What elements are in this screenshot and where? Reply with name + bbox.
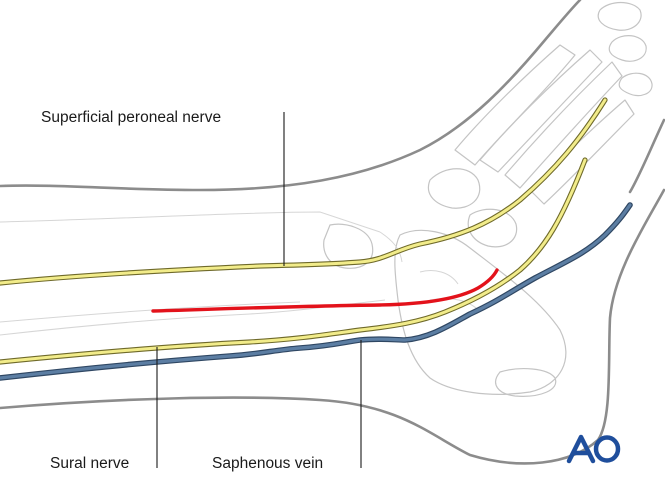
superficial-peroneal-nerve-inner xyxy=(0,98,607,285)
toe-phalanx-2 xyxy=(608,35,647,62)
ao-logo-letter-a xyxy=(566,434,596,464)
label-superficial-peroneal-nerve: Superficial peroneal nerve xyxy=(41,109,221,126)
tibia-inner xyxy=(0,301,301,323)
skin-lower-contour xyxy=(0,188,665,465)
calcaneus-outline xyxy=(394,229,567,395)
skin-dorsum-contour xyxy=(628,118,665,194)
skin-outline xyxy=(0,0,665,465)
cuboid-outline xyxy=(467,208,518,248)
metatarsal-3 xyxy=(504,61,623,189)
saphenous-vein-inner xyxy=(0,203,632,380)
label-sural-nerve: Sural nerve xyxy=(50,455,129,472)
talus-outline xyxy=(323,223,374,269)
sural-nerve-outer xyxy=(0,157,588,365)
toe-phalanx-1 xyxy=(597,1,642,31)
sural-nerve-inner xyxy=(0,158,587,364)
toe-phalanx-3 xyxy=(618,72,653,97)
ao-logo xyxy=(566,434,621,464)
incision-line xyxy=(151,268,499,313)
tibia-outline xyxy=(0,211,381,233)
metatarsal-2 xyxy=(479,49,603,173)
label-saphenous-vein: Saphenous vein xyxy=(212,455,323,472)
heel-tuberosity xyxy=(495,368,557,397)
sural-nerve xyxy=(0,157,588,365)
skin-upper-contour xyxy=(0,0,582,192)
metatarsal-4 xyxy=(529,99,635,205)
ao-logo-letter-o xyxy=(593,435,621,463)
superficial-peroneal-nerve xyxy=(0,97,608,286)
foot-bones xyxy=(0,1,653,397)
leader-lines xyxy=(156,112,362,468)
navicular-outline xyxy=(427,168,481,209)
saphenous-vein xyxy=(0,202,633,381)
superficial-peroneal-nerve-outer xyxy=(0,97,608,286)
